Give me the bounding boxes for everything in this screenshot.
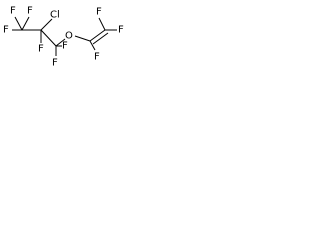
atom-f-c5-top: F — [96, 7, 102, 18]
atom-f-c3-right: F — [62, 41, 68, 52]
bond-c4-f-down — [89, 40, 96, 51]
atom-o: O — [65, 31, 73, 42]
atom-f-left: F — [3, 25, 9, 36]
molecule-structure: F F F Cl F F F O F F F — [3, 6, 124, 69]
atom-cl: Cl — [50, 10, 60, 21]
bond-o-c4 — [74, 35, 91, 42]
bond-c5-f-top — [98, 17, 106, 31]
bond-c3-o — [55, 38, 66, 47]
bond-c1-f-top-mid — [21, 16, 30, 31]
atom-f-top-left: F — [10, 6, 16, 17]
bond-c1-f-top-left — [14, 16, 23, 31]
atom-f-c5-right: F — [118, 25, 124, 36]
atom-f-c2-down: F — [38, 44, 44, 55]
bond-c2-cl — [40, 18, 53, 31]
atom-f-c3-down: F — [52, 58, 58, 69]
bond-c4-c5-b — [92, 32, 109, 45]
bond-c4-c5-a — [89, 29, 106, 42]
atom-f-c4-down: F — [94, 52, 100, 63]
atom-f-top-mid: F — [27, 6, 33, 17]
bond-c2-c3 — [40, 29, 57, 47]
